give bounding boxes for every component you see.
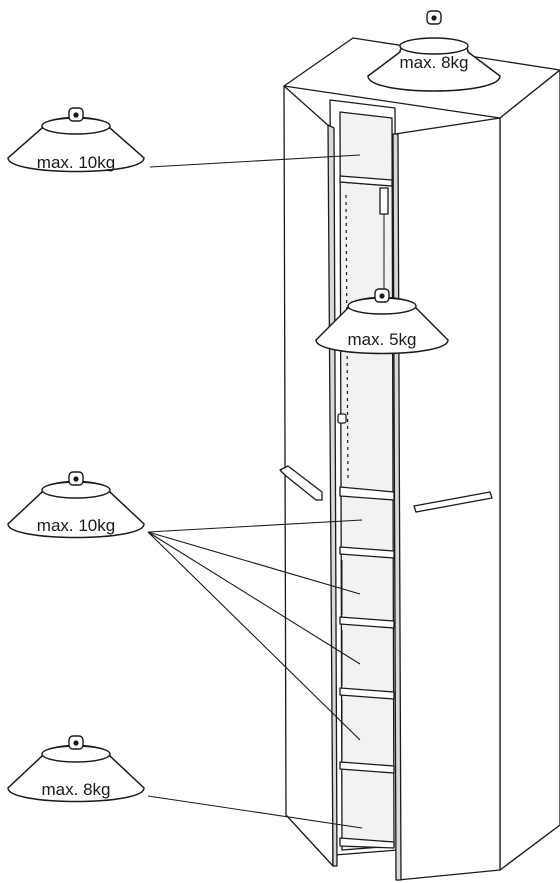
weight-badge-hanging-rail: max. 5kg bbox=[315, 288, 449, 355]
weight-label-top: max. 8kg bbox=[400, 53, 469, 72]
shelf-2 bbox=[339, 546, 395, 559]
wardrobe bbox=[279, 37, 560, 881]
weight-label-hanging-rail: max. 5kg bbox=[348, 330, 417, 349]
left-door-edge bbox=[327, 124, 338, 867]
rail-bracket bbox=[379, 187, 389, 215]
weight-badge-middle-shelves: max. 10kg bbox=[7, 471, 145, 539]
weight-badge-top: max. 8kg bbox=[367, 10, 501, 92]
shelf-5 bbox=[339, 761, 395, 774]
door-hinge bbox=[337, 413, 347, 424]
wardrobe-interior bbox=[339, 111, 395, 851]
wardrobe-side-panel bbox=[499, 69, 560, 871]
shelf-bottom bbox=[339, 837, 395, 849]
leader-lines bbox=[147, 154, 363, 829]
weight-badge-bottom-shelf: max. 8kg bbox=[7, 735, 145, 803]
left-door-handle[interactable] bbox=[279, 465, 323, 501]
weight-label-bottom-shelf: max. 8kg bbox=[42, 780, 111, 799]
weight-label-middle-shelves: max. 10kg bbox=[37, 516, 115, 535]
shelf-3 bbox=[339, 616, 395, 629]
weight-badge-upper-shelf: max. 10kg bbox=[7, 107, 145, 173]
upper-shelf bbox=[339, 175, 393, 187]
shelf-4 bbox=[339, 687, 395, 700]
weight-label-upper-shelf: max. 10kg bbox=[37, 153, 115, 172]
right-door-handle[interactable] bbox=[413, 491, 493, 513]
